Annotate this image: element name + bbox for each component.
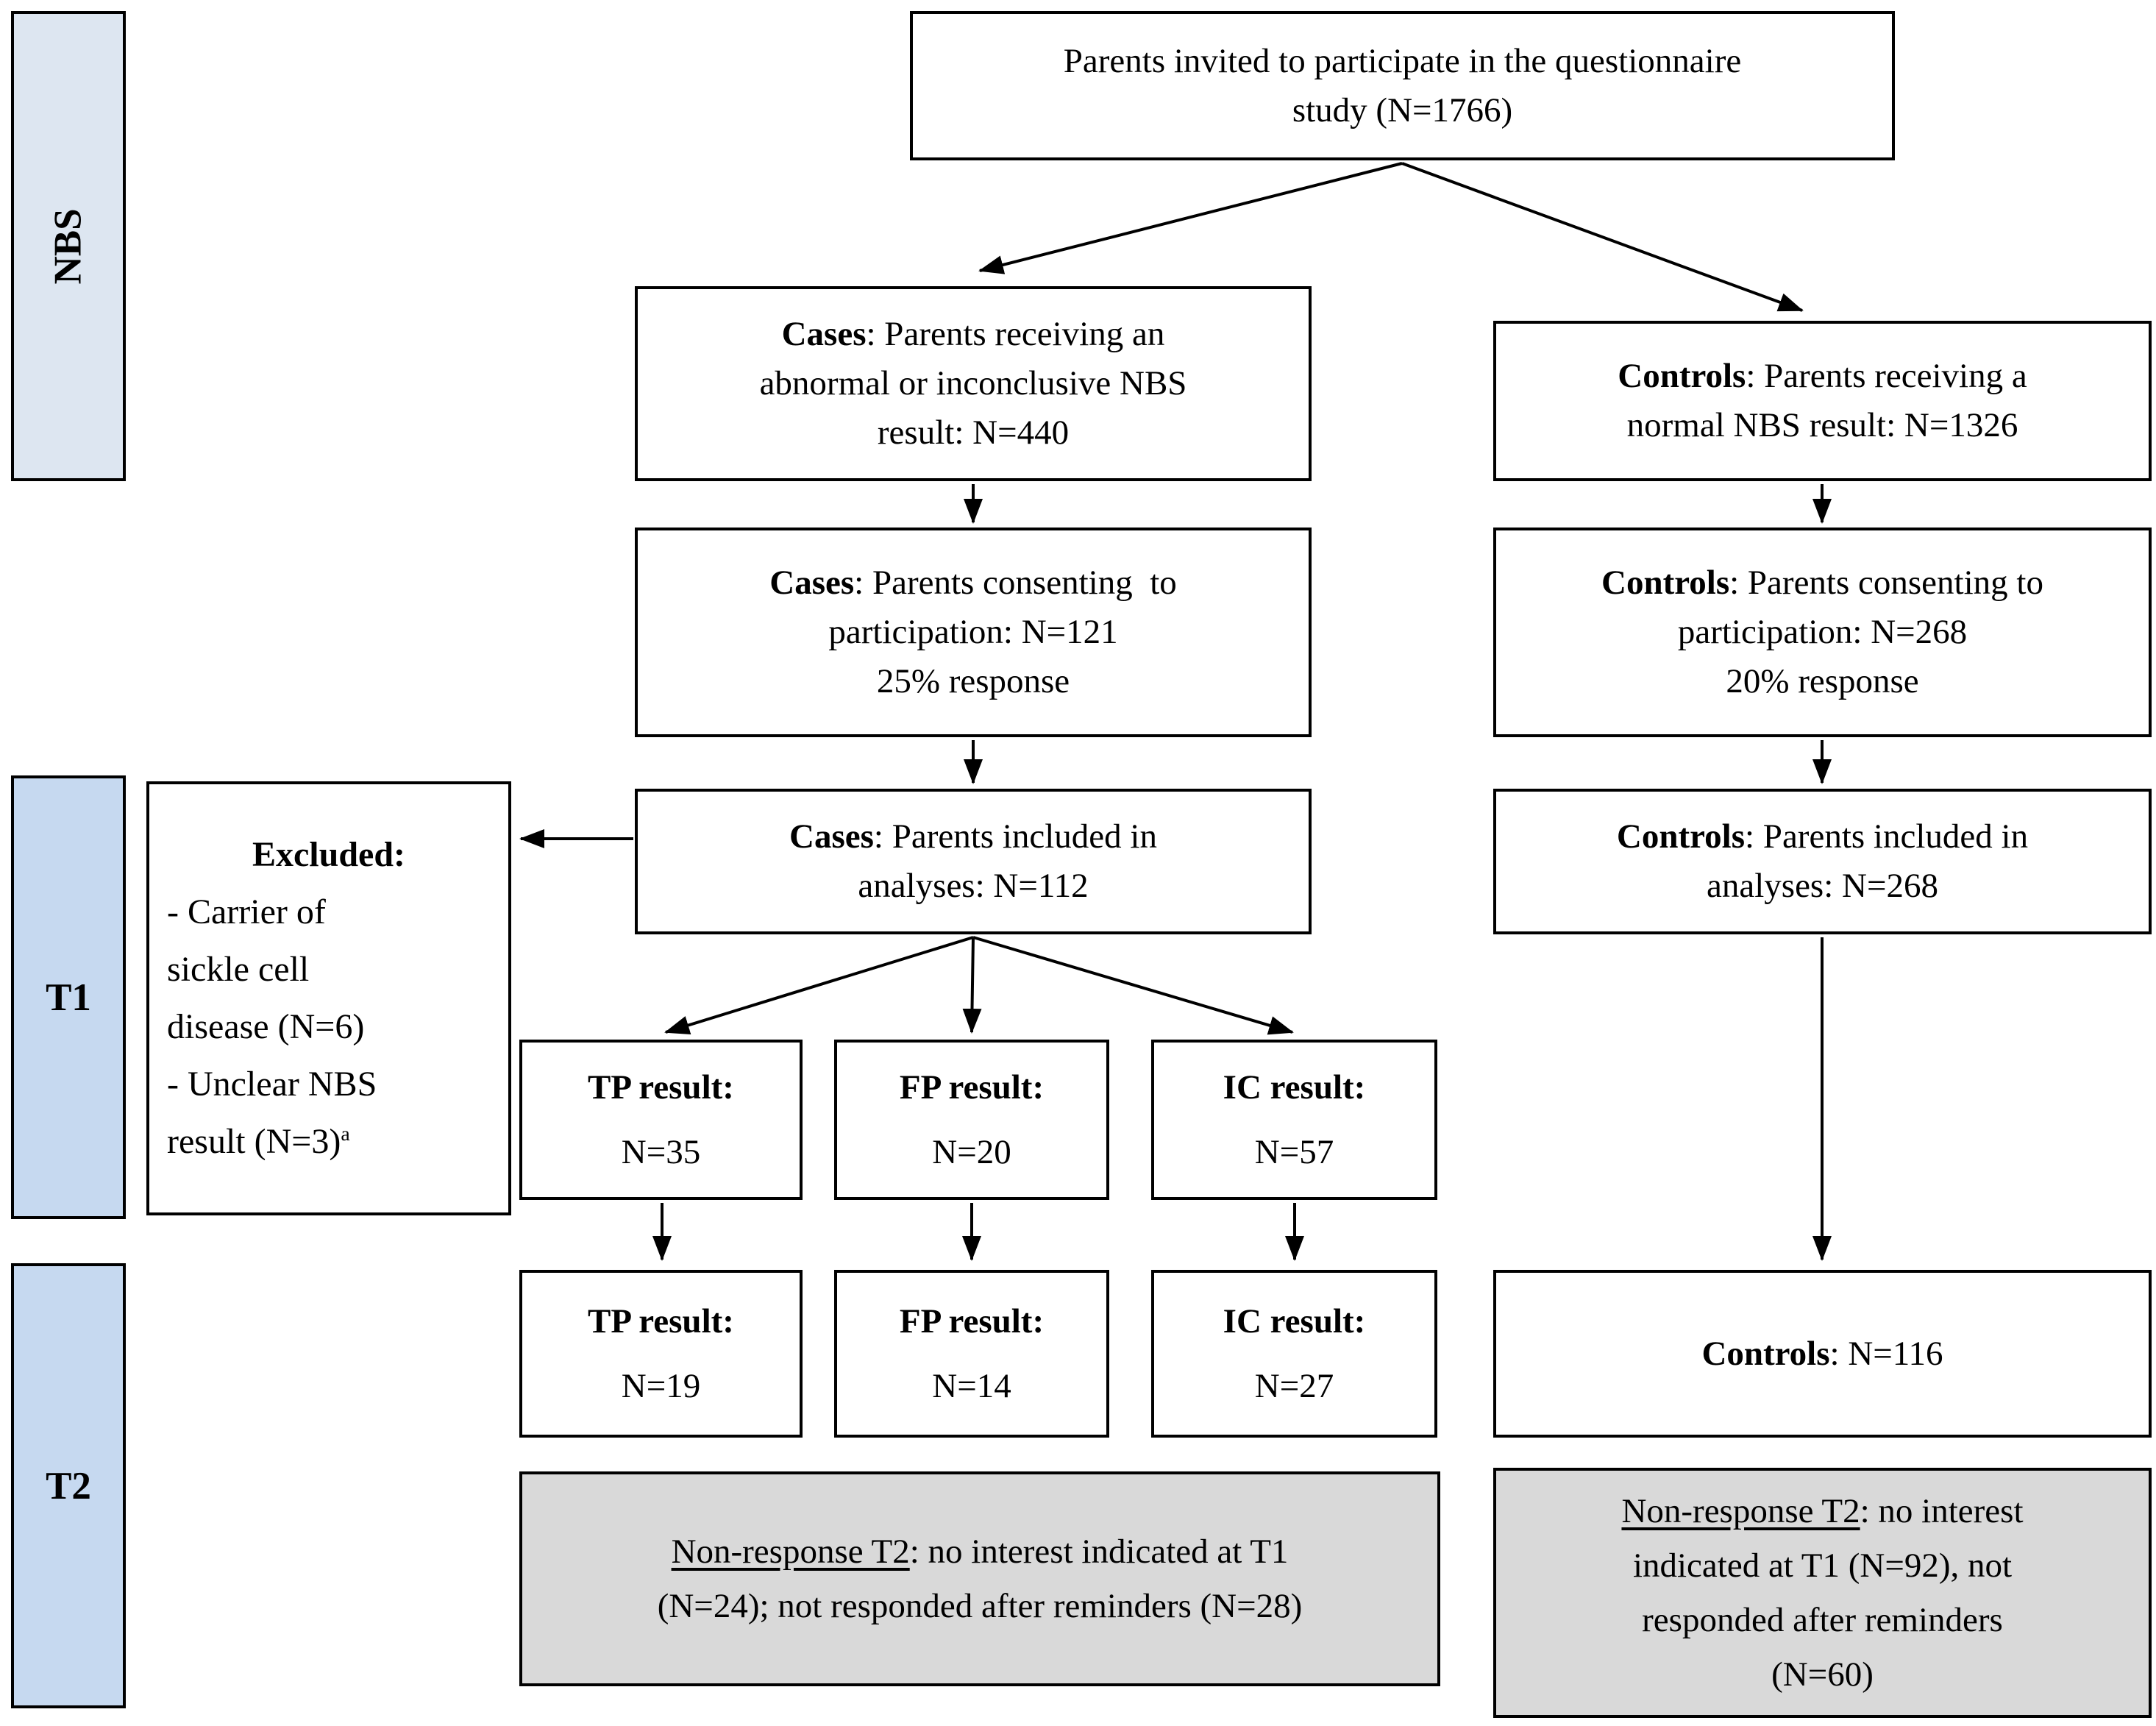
box-line: N=19 <box>621 1367 701 1405</box>
box-line: Non-response T2: no interest indicated a… <box>671 1533 1289 1571</box>
box-controls-included: Controls: Parents included in analyses: … <box>1493 789 2152 934</box>
box-nonresponse-cases: Non-response T2: no interest indicated a… <box>519 1471 1440 1686</box>
box-excluded: Excluded: - Carrier of sickle cell disea… <box>146 781 511 1215</box>
box-line: abnormal or inconclusive NBS <box>759 364 1187 402</box>
excluded-item: - Carrier of <box>167 892 326 931</box>
box-controls-nbs: Controls: Parents receiving a normal NBS… <box>1493 321 2152 481</box>
box-line: 20% response <box>1726 662 1919 700</box>
box-line: participation: N=268 <box>1677 613 1968 651</box>
box-tp-result-t1: TP result: N=35 <box>519 1040 803 1200</box>
box-line: (N=24); not responded after reminders (N… <box>657 1587 1303 1625</box>
phase-band-t2: T2 <box>11 1263 126 1708</box>
box-controls-t2: Controls: N=116 <box>1493 1270 2152 1438</box>
arrow-invited-to-cases <box>978 162 1403 274</box>
box-line: normal NBS result: N=1326 <box>1626 406 2018 444</box>
box-line: (N=60) <box>1771 1655 1874 1694</box>
excluded-item: result (N=3)a <box>167 1122 350 1161</box>
phase-band-t1: T1 <box>11 775 126 1219</box>
box-invited: Parents invited to participate in the qu… <box>910 11 1895 160</box>
box-controls-consenting: Controls: Parents consenting to particip… <box>1493 528 2152 737</box>
box-line: Cases: Parents included in <box>789 817 1157 856</box>
box-line: Cases: Parents consenting to <box>769 564 1177 602</box>
box-fp-result-t1: FP result: N=20 <box>834 1040 1109 1200</box>
box-line: Controls: Parents included in <box>1616 817 2029 856</box>
box-line: 25% response <box>876 662 1070 700</box>
arrow-included-to-ic <box>972 936 1294 1035</box>
arrow-invited-to-controls <box>1401 162 1804 312</box>
box-line: result: N=440 <box>877 413 1070 452</box>
phase-label-t2: T2 <box>46 1464 91 1507</box>
box-line: Cases: Parents receiving an <box>781 315 1165 353</box>
box-line: analyses: N=112 <box>858 867 1089 905</box>
box-line: FP result: <box>899 1302 1045 1340</box>
box-line: TP result: <box>588 1068 734 1107</box>
excluded-item: disease (N=6) <box>167 1007 365 1046</box>
box-cases-included: Cases: Parents included in analyses: N=1… <box>635 789 1312 934</box>
box-line: TP result: <box>588 1302 734 1340</box>
box-line: N=35 <box>621 1133 701 1171</box>
box-tp-result-t2: TP result: N=19 <box>519 1270 803 1438</box>
box-line: responded after reminders <box>1642 1601 2003 1639</box>
box-line: Non-response T2: no interest <box>1621 1492 2024 1530</box>
box-line: Controls: Parents consenting to <box>1601 564 2043 602</box>
box-line: Controls: N=116 <box>1701 1334 1943 1373</box>
excluded-item: - Unclear NBS <box>167 1065 377 1104</box>
arrow-included-to-tp <box>664 936 974 1034</box>
box-line: Controls: Parents receiving a <box>1618 357 2027 395</box>
box-line: N=14 <box>932 1367 1011 1405</box>
box-line: N=27 <box>1254 1367 1334 1405</box>
box-ic-result-t2: IC result: N=27 <box>1151 1270 1437 1438</box>
box-line: participation: N=121 <box>828 613 1118 651</box>
box-nonresponse-controls: Non-response T2: no interest indicated a… <box>1493 1468 2152 1718</box>
box-line: N=20 <box>932 1133 1011 1171</box>
excluded-item: sickle cell <box>167 950 310 989</box>
phase-label-nbs: NBS <box>46 207 90 285</box>
box-line: FP result: <box>899 1068 1045 1107</box>
box-line: indicated at T1 (N=92), not <box>1632 1546 2013 1585</box>
box-line: study (N=1766) <box>1292 90 1513 129</box>
box-cases-consenting: Cases: Parents consenting to participati… <box>635 528 1312 737</box>
box-cases-nbs: Cases: Parents receiving an abnormal or … <box>635 286 1312 481</box>
arrow-included-to-fp <box>962 937 982 1034</box>
box-fp-result-t2: FP result: N=14 <box>834 1270 1109 1438</box>
box-line: analyses: N=268 <box>1707 867 1938 905</box>
box-ic-result-t1: IC result: N=57 <box>1151 1040 1437 1200</box>
box-line: Parents invited to participate in the qu… <box>1063 41 1742 80</box>
phase-label-t1: T1 <box>46 976 91 1019</box>
excluded-title: Excluded: <box>252 835 406 874</box>
box-line: N=57 <box>1254 1133 1334 1171</box>
box-line: IC result: <box>1223 1302 1366 1340</box>
phase-band-nbs: NBS <box>11 11 126 481</box>
box-line: IC result: <box>1223 1068 1366 1107</box>
